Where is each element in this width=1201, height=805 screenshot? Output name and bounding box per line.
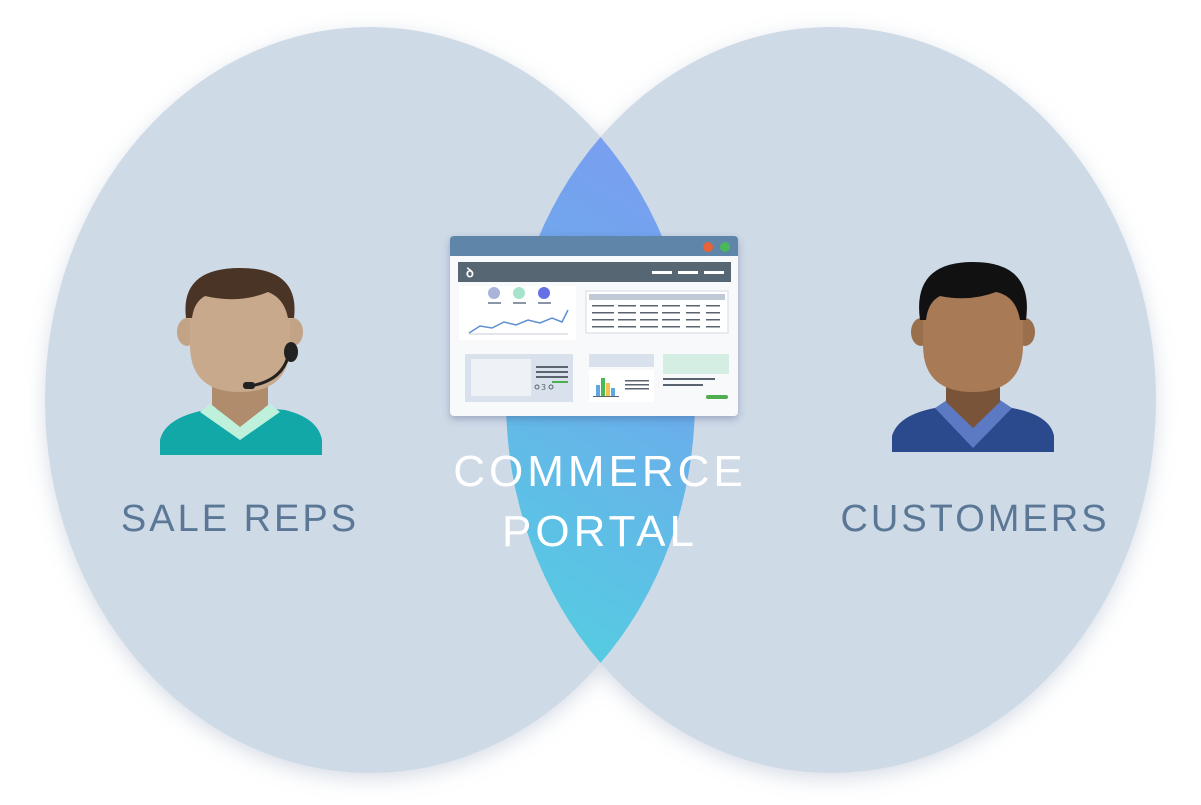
commerce-portal-line2: PORTAL	[502, 507, 698, 556]
close-dot-icon	[703, 242, 713, 252]
customer-person-icon	[892, 262, 1054, 452]
commerce-portal-line1: COMMERCE	[453, 447, 747, 496]
circles-group	[45, 27, 1156, 773]
right-circle	[506, 27, 1156, 773]
commerce-portal-label: COMMERCE PORTAL	[420, 442, 780, 562]
customers-label: CUSTOMERS	[840, 498, 1110, 540]
sale-reps-label: SALE REPS	[120, 498, 360, 540]
dashboard-score-text: 3	[541, 383, 546, 392]
sales-rep-with-headset-icon	[160, 268, 322, 455]
portal-dashboard-icon: ꝺ	[450, 236, 738, 416]
left-circle	[45, 27, 695, 773]
maximize-dot-icon	[720, 242, 730, 252]
app-logo-icon: ꝺ	[466, 266, 474, 281]
